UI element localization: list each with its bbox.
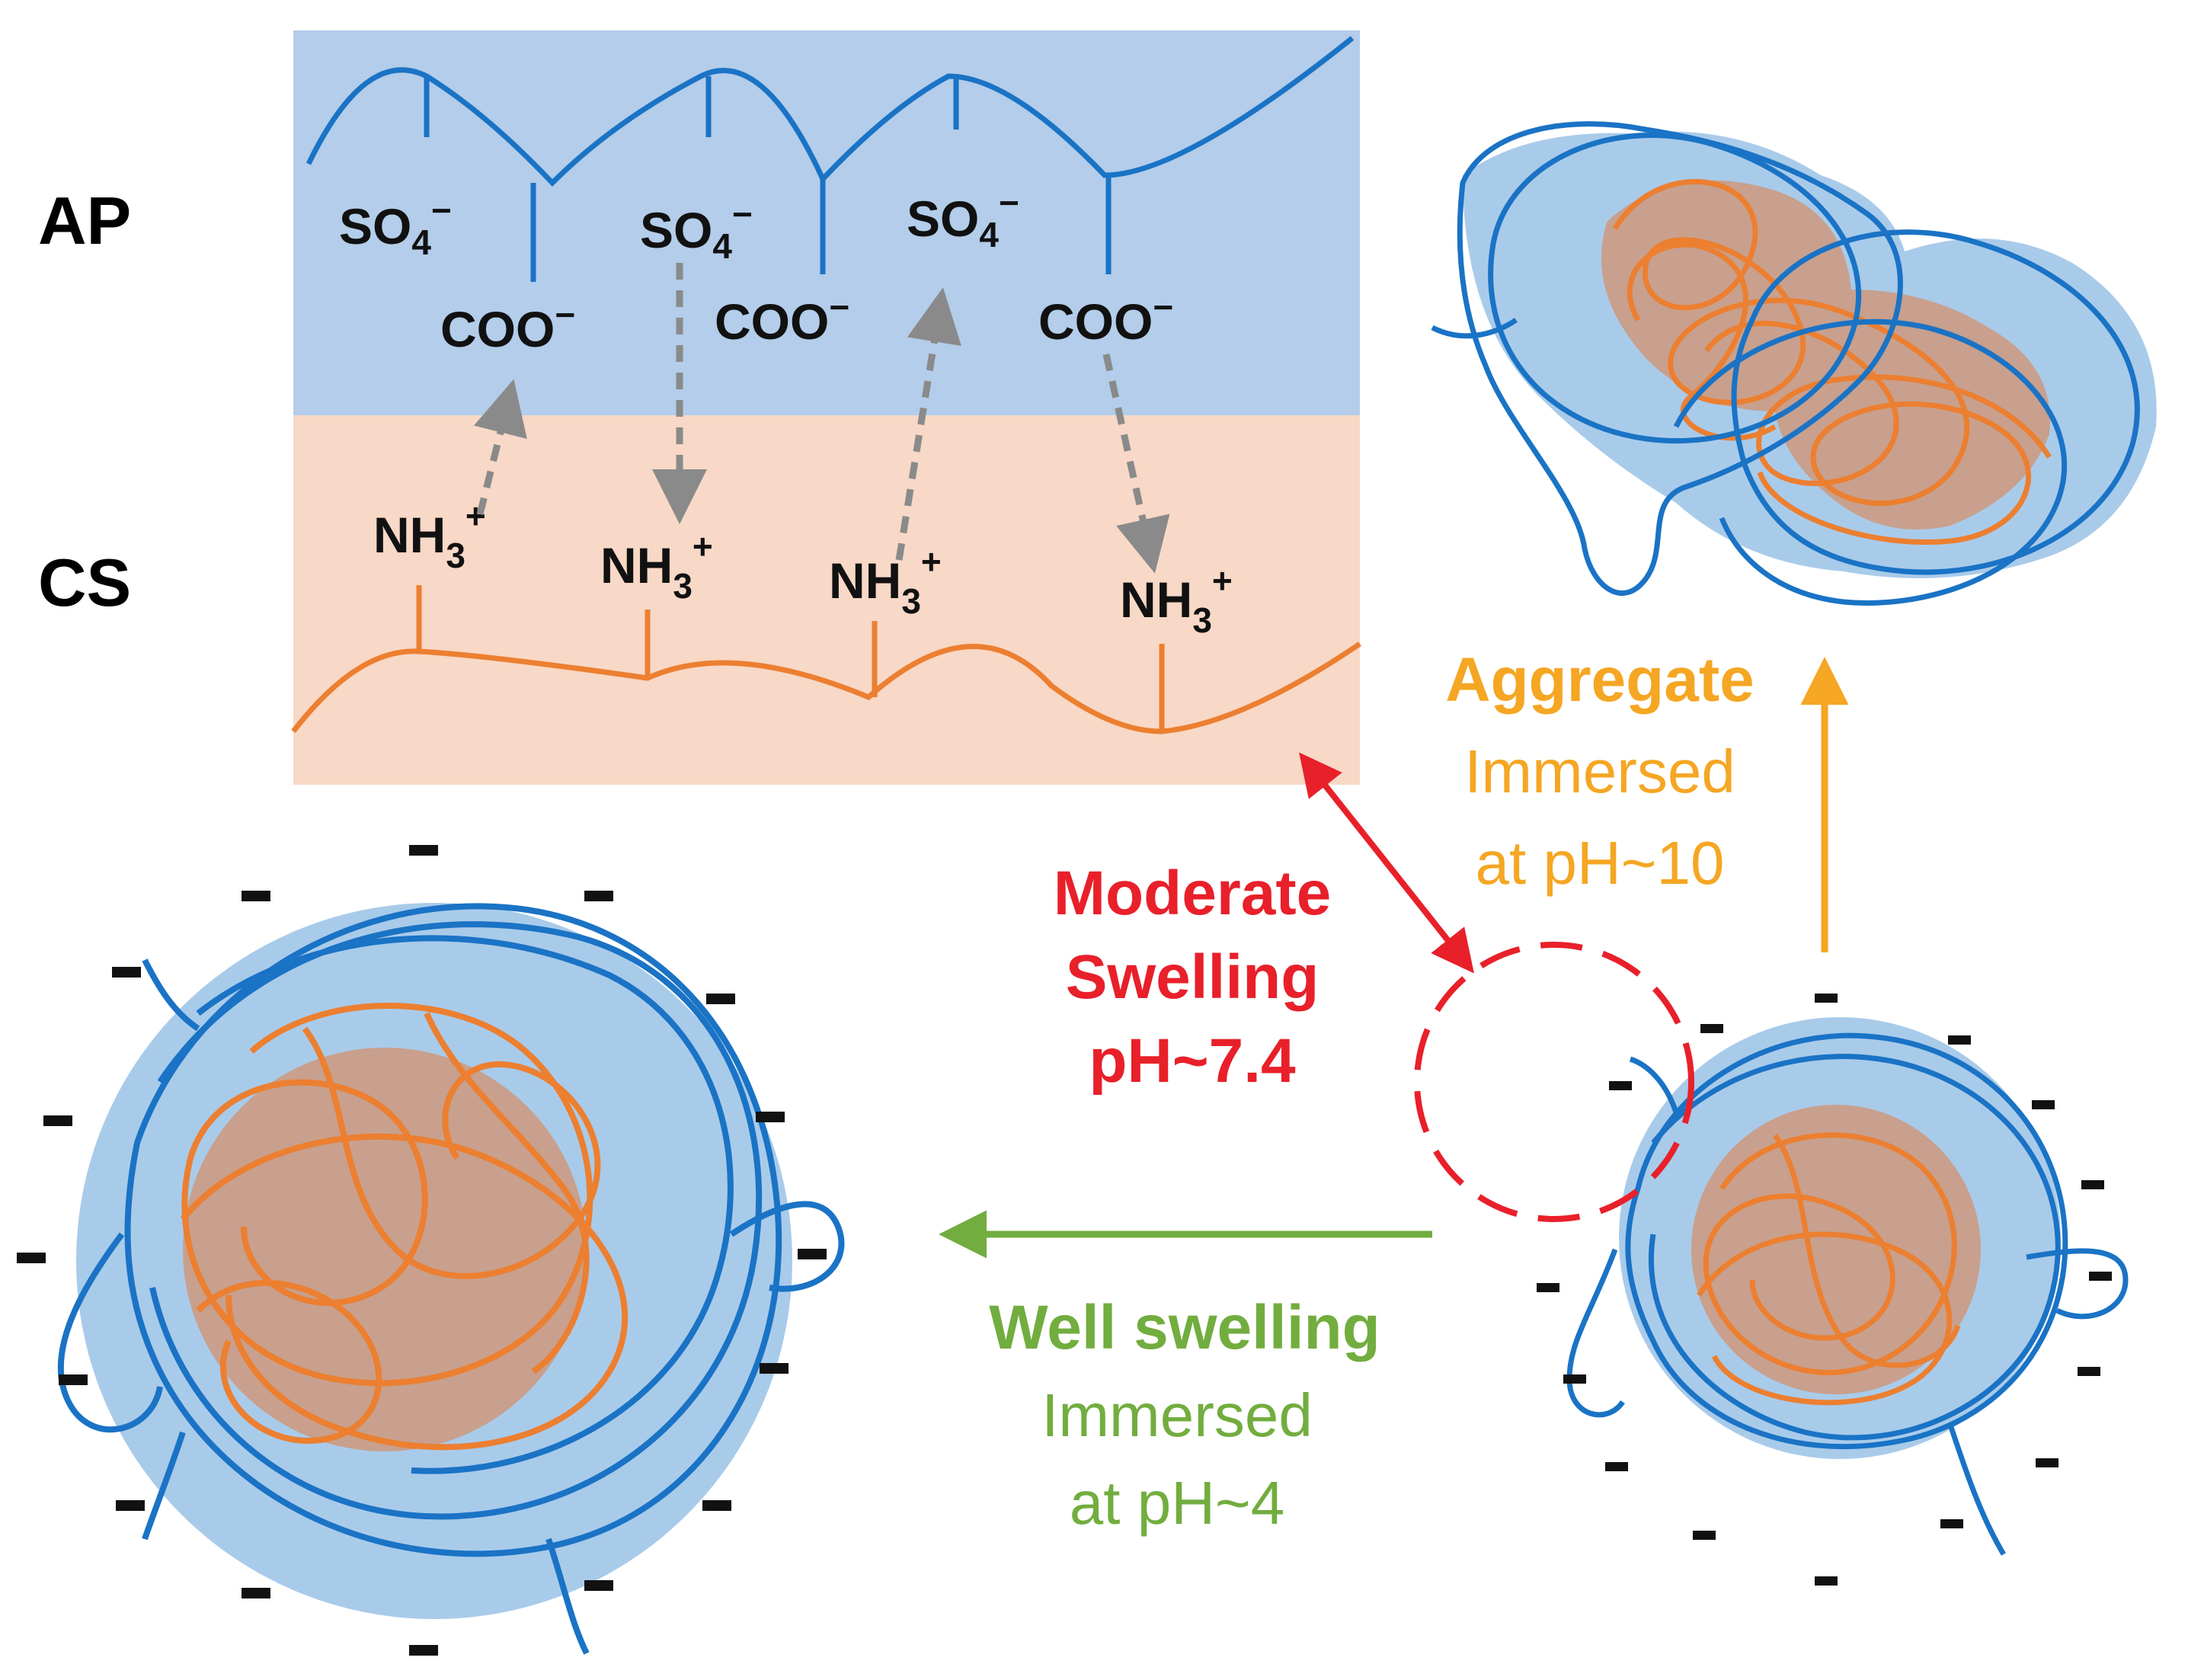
negative-charge-mark — [242, 891, 270, 901]
moderate-swelling-line1: Moderate — [1054, 859, 1332, 928]
negative-charge-mark — [2089, 1272, 2112, 1281]
cs-band — [293, 415, 1360, 785]
carboxylate-group-3: COO− — [1038, 287, 1173, 350]
ammonium-group-4: NH3+ — [1120, 561, 1233, 640]
negative-charge-mark — [409, 1645, 438, 1656]
carboxylate-group-2: COO− — [715, 287, 849, 350]
surface-charges — [17, 845, 2112, 1656]
well-swelling-title: Well swelling — [989, 1293, 1380, 1362]
negative-charge-mark — [59, 1374, 88, 1385]
negative-charge-mark — [2078, 1367, 2100, 1376]
negative-charge-mark — [584, 1580, 613, 1591]
negative-charge-mark — [756, 1112, 785, 1122]
large-particle-charges — [17, 845, 827, 1656]
negative-charge-mark — [242, 1588, 270, 1598]
ap-backbone — [305, 36, 1355, 187]
sulfate-group-3: SO4− — [907, 183, 1019, 254]
ap-label: AP — [38, 183, 131, 258]
negative-charge-mark — [409, 845, 438, 856]
negative-charge-mark — [1537, 1283, 1559, 1292]
ammonium-group-3: NH3+ — [829, 542, 942, 621]
interaction-arrow-4 — [1102, 354, 1170, 574]
negative-charge-mark — [2032, 1100, 2055, 1109]
well-swelling-ph: at pH~4 — [1070, 1469, 1284, 1537]
negative-charge-mark — [2081, 1180, 2104, 1189]
sulfate-group-1: SO4− — [339, 190, 452, 262]
carboxylate-group-1: COO− — [440, 295, 575, 357]
negative-charge-mark — [2036, 1458, 2058, 1467]
cs-label: CS — [38, 545, 131, 620]
negative-charge-mark — [116, 1500, 145, 1511]
negative-charge-mark — [1700, 1024, 1723, 1033]
moderate-swelling-ph: pH~7.4 — [1089, 1026, 1296, 1096]
negative-charge-mark — [1940, 1519, 1963, 1528]
negative-charge-mark — [1605, 1462, 1628, 1471]
swollen-particle — [57, 903, 845, 1655]
negative-charge-mark — [798, 1249, 827, 1259]
negative-charge-mark — [1693, 1531, 1716, 1540]
negative-charge-mark — [112, 967, 141, 978]
negative-charge-mark — [584, 891, 613, 901]
aggregate-immersed: Immersed — [1464, 738, 1735, 805]
sulfate-group-2: SO4− — [640, 194, 753, 266]
cs-side-chains — [416, 585, 1165, 731]
negative-charge-mark — [17, 1253, 46, 1263]
ap-side-chains — [424, 76, 1112, 282]
negative-charge-mark — [1948, 1035, 1971, 1045]
negative-charge-mark — [702, 1500, 731, 1511]
aggregate-particles — [1431, 121, 2157, 606]
interaction-arrow-3 — [895, 287, 961, 561]
small-particle-charges — [1537, 994, 2112, 1586]
negative-charge-mark — [1815, 1576, 1838, 1586]
negative-charge-mark — [760, 1363, 789, 1374]
ap-band — [293, 30, 1360, 415]
negative-charge-mark — [1815, 994, 1838, 1003]
aggregate-title: Aggregate — [1445, 645, 1755, 715]
negative-charge-mark — [1609, 1081, 1632, 1090]
negative-charge-mark — [43, 1115, 72, 1126]
moderate-swelling-arrow — [1299, 752, 1474, 974]
ammonium-group-2: NH3+ — [600, 526, 713, 606]
moderate-particle — [1414, 942, 2129, 1556]
interaction-arrows — [473, 263, 1170, 574]
negative-charge-mark — [1563, 1374, 1586, 1384]
moderate-swelling-line2: Swelling — [1066, 942, 1320, 1012]
negative-charge-mark — [706, 994, 735, 1004]
aggregate-ph: at pH~10 — [1476, 829, 1725, 897]
swelling-highlight-circle — [1414, 942, 1694, 1222]
cs-backbone — [291, 642, 1361, 734]
interaction-arrow-1 — [473, 379, 527, 516]
well-swelling-immersed: Immersed — [1041, 1381, 1313, 1449]
